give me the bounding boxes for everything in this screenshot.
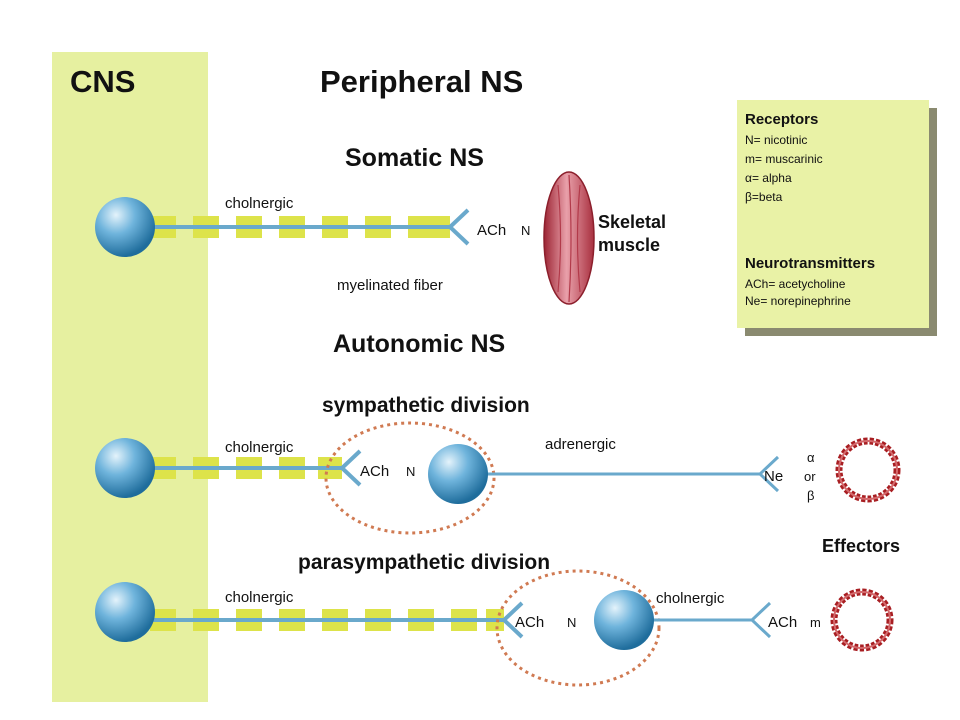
parasympathetic-preganglionic-terminal	[501, 601, 524, 639]
parasympathetic-pre-label: cholnergic	[225, 589, 294, 606]
sympathetic-post-label: adrenergic	[545, 436, 616, 453]
somatic-fiber-label: cholnergic	[225, 195, 294, 212]
somatic-neuron-soma	[95, 197, 155, 257]
skeletal-muscle	[543, 171, 595, 305]
parasympathetic-ganglion	[495, 569, 661, 687]
key-receptor-item: N= nicotinic	[745, 133, 807, 147]
sympathetic-preganglionic-soma	[95, 438, 155, 498]
peripheral-title: Peripheral NS	[320, 64, 523, 99]
key-receptor-item: m= muscarinic	[745, 152, 823, 166]
parasympathetic-effector-receptor: m	[810, 615, 821, 630]
key-transmitters-title: Neurotransmitters	[745, 255, 875, 272]
key-transmitter-item: ACh= acetycholine	[745, 277, 846, 291]
autonomic-title: Autonomic NS	[333, 330, 505, 358]
key-receptor-item: α= alpha	[745, 171, 792, 185]
key-transmitter-item: Ne= norepinephrine	[745, 294, 851, 308]
sympathetic-effector-cell	[835, 437, 901, 503]
sympathetic-ganglion-receptor: N	[406, 464, 415, 479]
somatic-title: Somatic NS	[345, 144, 484, 172]
parasympathetic-effector-cell	[830, 588, 894, 652]
sympathetic-pre-label: cholnergic	[225, 439, 294, 456]
somatic-transmitter: ACh	[477, 222, 506, 239]
somatic-myelin-label: myelinated fiber	[337, 277, 443, 294]
parasympathetic-effector-transmitter: ACh	[768, 614, 797, 631]
skeletal-muscle-label-1: Skeletal	[598, 212, 666, 232]
sympathetic-receptor-beta: β	[807, 488, 814, 503]
parasympathetic-post-label: cholnergic	[656, 590, 725, 607]
sympathetic-postganglionic-soma	[428, 444, 488, 504]
parasympathetic-ganglion-receptor: N	[567, 615, 576, 630]
effectors-label: Effectors	[822, 536, 900, 556]
parasympathetic-ganglion-transmitter: ACh	[515, 614, 544, 631]
sympathetic-ganglion-transmitter: ACh	[360, 463, 389, 480]
sympathetic-receptor-or: or	[804, 469, 816, 484]
sympathetic-postganglionic-terminal	[757, 455, 780, 493]
key-receptor-item: β=beta	[745, 190, 783, 204]
sympathetic-title: sympathetic division	[322, 394, 530, 417]
sympathetic-ganglion	[324, 421, 496, 535]
sympathetic-preganglionic-terminal	[339, 449, 362, 487]
parasympathetic-title: parasympathetic division	[298, 551, 550, 574]
parasympathetic-postganglionic-terminal	[749, 601, 772, 639]
key-box	[737, 100, 929, 328]
somatic-axon-terminal	[447, 208, 470, 246]
key-receptors-title: Receptors	[745, 111, 818, 128]
skeletal-muscle-label-2: muscle	[598, 235, 660, 255]
sympathetic-effector-transmitter: Ne	[764, 468, 783, 485]
parasympathetic-preganglionic-soma	[95, 582, 155, 642]
somatic-receptor: N	[521, 223, 530, 238]
sympathetic-receptor-alpha: α	[807, 450, 815, 465]
parasympathetic-postganglionic-soma	[594, 590, 654, 650]
cns-title: CNS	[70, 64, 135, 99]
skeletal-muscle-striations	[557, 174, 581, 303]
